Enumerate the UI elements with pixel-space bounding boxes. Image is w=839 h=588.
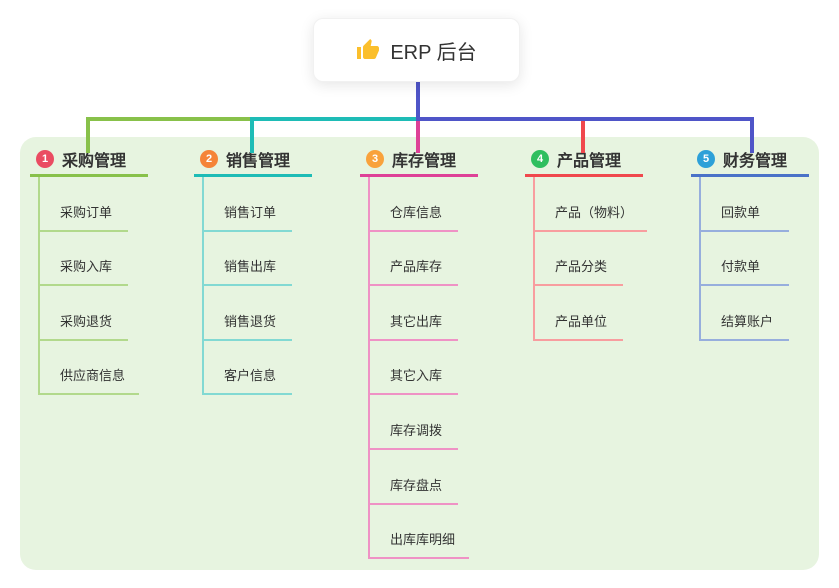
- node-item[interactable]: 采购入库: [40, 232, 128, 287]
- node-item[interactable]: 产品库存: [370, 232, 458, 287]
- node-item[interactable]: 出库库明细: [370, 505, 470, 560]
- connector-segment-right: [416, 117, 754, 121]
- branch-purchase-items: 采购订单 采购入库 采购退货 供应商信息: [38, 177, 140, 396]
- node-item[interactable]: 客户信息: [204, 341, 292, 396]
- connector-drop-product: [581, 121, 585, 153]
- branch-number-badge: 2: [200, 150, 218, 168]
- branch-label: 采购管理: [62, 153, 127, 170]
- branch-inventory-heading[interactable]: 3 库存管理: [360, 148, 478, 177]
- branch-product: 4 产品管理 产品（物料） 产品分类 产品单位: [525, 148, 648, 341]
- branch-product-items: 产品（物料） 产品分类 产品单位: [533, 177, 648, 341]
- node-item[interactable]: 仓库信息: [370, 177, 458, 232]
- connector-drop-finance: [750, 117, 754, 153]
- node-item[interactable]: 产品单位: [535, 286, 623, 341]
- branch-sales-heading[interactable]: 2 销售管理: [194, 148, 312, 177]
- branch-finance-heading[interactable]: 5 财务管理: [691, 148, 809, 177]
- branch-number-badge: 5: [697, 150, 715, 168]
- branch-finance-items: 回款单 付款单 结算账户: [699, 177, 789, 341]
- branch-product-heading[interactable]: 4 产品管理: [525, 148, 643, 177]
- node-item[interactable]: 销售订单: [204, 177, 292, 232]
- node-item[interactable]: 销售退货: [204, 286, 292, 341]
- node-item[interactable]: 供应商信息: [40, 341, 140, 396]
- branch-purchase: 1 采购管理 采购订单 采购入库 采购退货 供应商信息: [30, 148, 148, 396]
- root-node[interactable]: ERP 后台: [313, 18, 520, 82]
- node-item[interactable]: 其它出库: [370, 286, 458, 341]
- branch-sales-items: 销售订单 销售出库 销售退货 客户信息: [202, 177, 292, 396]
- branch-number-badge: 1: [36, 150, 54, 168]
- node-item[interactable]: 库存调拨: [370, 395, 458, 450]
- node-item[interactable]: 采购订单: [40, 177, 128, 232]
- node-item[interactable]: 回款单: [701, 177, 789, 232]
- thumbs-up-icon: [356, 38, 380, 62]
- node-item[interactable]: 产品（物料）: [535, 177, 648, 232]
- connector-segment-mid: [250, 117, 416, 121]
- root-node-label: ERP 后台: [390, 41, 477, 64]
- connector-drop-inventory: [416, 121, 420, 153]
- branch-finance: 5 财务管理 回款单 付款单 结算账户: [691, 148, 809, 341]
- branch-label: 财务管理: [723, 153, 788, 170]
- node-item[interactable]: 产品分类: [535, 232, 623, 287]
- connector-root-drop: [416, 82, 420, 118]
- branch-label: 产品管理: [557, 153, 622, 170]
- connector-drop-sales: [250, 117, 254, 153]
- branch-label: 销售管理: [226, 153, 291, 170]
- node-item[interactable]: 库存盘点: [370, 450, 458, 505]
- node-item[interactable]: 其它入库: [370, 341, 458, 396]
- branch-number-badge: 3: [366, 150, 384, 168]
- branch-purchase-heading[interactable]: 1 采购管理: [30, 148, 148, 177]
- branch-inventory: 3 库存管理 仓库信息 产品库存 其它出库 其它入库 库存调拨 库存盘点 出库库…: [360, 148, 478, 560]
- node-item[interactable]: 付款单: [701, 232, 789, 287]
- connector-segment-left: [86, 117, 250, 121]
- mindmap-panel: 1 采购管理 采购订单 采购入库 采购退货 供应商信息 2 销售管理 销售订单 …: [20, 137, 819, 570]
- branch-number-badge: 4: [531, 150, 549, 168]
- node-item[interactable]: 结算账户: [701, 286, 789, 341]
- node-item[interactable]: 销售出库: [204, 232, 292, 287]
- branch-label: 库存管理: [392, 153, 457, 170]
- connector-drop-purchase: [86, 117, 90, 153]
- branch-inventory-items: 仓库信息 产品库存 其它出库 其它入库 库存调拨 库存盘点 出库库明细: [368, 177, 470, 560]
- node-item[interactable]: 采购退货: [40, 286, 128, 341]
- branch-sales: 2 销售管理 销售订单 销售出库 销售退货 客户信息: [194, 148, 312, 396]
